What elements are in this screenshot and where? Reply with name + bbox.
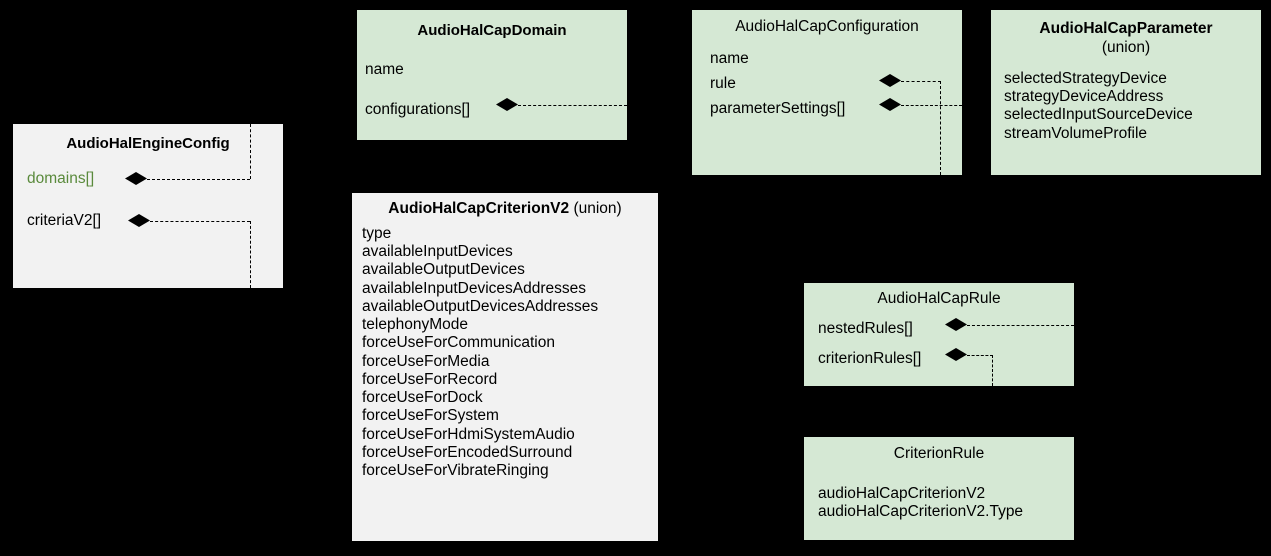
class-box-criterion-rule[interactable]: CriterionRule audioHalCapCriterionV2 aud… bbox=[804, 437, 1074, 540]
attribute-configurations: configurations[] bbox=[365, 101, 471, 118]
attribute-type: type bbox=[362, 225, 392, 242]
class-title-audio-hal-cap-parameter: AudioHalCapParameter bbox=[1039, 20, 1213, 37]
attribute-available-input-devices: availableInputDevices bbox=[362, 243, 513, 261]
attribute-domains: domains[] bbox=[27, 170, 95, 187]
attribute-audio-hal-cap-criterion-v2: audioHalCapCriterionV2 bbox=[818, 485, 986, 502]
attribute-available-input-devices-addresses: availableInputDevicesAddresses bbox=[362, 279, 587, 297]
edge-rule-vertical bbox=[940, 81, 941, 175]
attribute-force-use-for-vibrate-ringing: forceUseForVibrateRinging bbox=[362, 462, 549, 480]
class-box-audio-hal-cap-criterion-v2[interactable]: AudioHalCapCriterionV2 (union) type avai… bbox=[352, 193, 658, 541]
composition-diamond-domains bbox=[125, 172, 147, 185]
composition-diamond-nested-rules bbox=[945, 318, 967, 331]
attribute-force-use-for-dock: forceUseForDock bbox=[362, 389, 483, 407]
composition-diamond-criterion-rules bbox=[945, 348, 967, 361]
attribute-force-use-for-media: forceUseForMedia bbox=[362, 352, 490, 370]
attribute-stream-volume-profile: streamVolumeProfile bbox=[1004, 124, 1148, 142]
attribute-force-use-for-communication: forceUseForCommunication bbox=[362, 334, 555, 352]
attribute-selected-strategy-device: selectedStrategyDevice bbox=[1004, 70, 1167, 87]
class-box-audio-hal-cap-configuration[interactable]: AudioHalCapConfiguration name rule param… bbox=[692, 10, 962, 175]
attribute-parameter-settings: parameterSettings[] bbox=[710, 100, 846, 117]
class-box-audio-hal-cap-rule[interactable]: AudioHalCapRule nestedRules[] criterionR… bbox=[804, 283, 1074, 386]
attribute-name: name bbox=[365, 61, 404, 78]
class-title-union-suffix: (union) bbox=[573, 200, 622, 217]
edge-criterion-rules-horizontal bbox=[967, 355, 993, 356]
attribute-name: name bbox=[710, 50, 749, 67]
attribute-list-criterion-rule: audioHalCapCriterionV2 audioHalCapCriter… bbox=[818, 485, 1023, 521]
class-title-audio-hal-cap-configuration: AudioHalCapConfiguration bbox=[735, 18, 919, 35]
attribute-list-cap-criterion-v2: type availableInputDevices availableOutp… bbox=[362, 225, 598, 480]
edge-parameter-settings-horizontal-b bbox=[977, 105, 992, 106]
edge-domains-vertical bbox=[250, 124, 251, 179]
attribute-criterion-rules: criterionRules[] bbox=[818, 350, 922, 367]
edge-domains-horizontal bbox=[147, 179, 250, 180]
composition-diamond-configurations bbox=[496, 98, 518, 111]
attribute-strategy-device-address: strategyDeviceAddress bbox=[1004, 88, 1164, 106]
class-title-text: AudioHalCapCriterionV2 bbox=[388, 200, 570, 217]
composition-diamond-parameter-settings bbox=[879, 98, 901, 111]
attribute-criteria-v2: criteriaV2[] bbox=[27, 212, 102, 229]
class-title-audio-hal-engine-config: AudioHalEngineConfig bbox=[66, 135, 230, 152]
edge-parameter-settings-horizontal-a bbox=[901, 105, 962, 106]
attribute-force-use-for-hdmi-system-audio: forceUseForHdmiSystemAudio bbox=[362, 425, 575, 443]
composition-diamond-criteria-v2 bbox=[128, 214, 150, 227]
attribute-nested-rules: nestedRules[] bbox=[818, 320, 913, 337]
class-box-audio-hal-engine-config[interactable]: AudioHalEngineConfig domains[] criteriaV… bbox=[13, 124, 283, 288]
attribute-audio-hal-cap-criterion-v2-type: audioHalCapCriterionV2.Type bbox=[818, 503, 1024, 521]
composition-diamond-rule bbox=[879, 74, 901, 87]
edge-nested-rules-horizontal bbox=[967, 325, 1074, 326]
attribute-list-cap-parameter: selectedStrategyDevice strategyDeviceAdd… bbox=[1004, 70, 1193, 143]
class-title-audio-hal-cap-domain: AudioHalCapDomain bbox=[417, 22, 567, 39]
edge-rule-horizontal bbox=[901, 81, 941, 82]
attribute-force-use-for-system: forceUseForSystem bbox=[362, 407, 499, 425]
edge-configurations-horizontal-a bbox=[518, 105, 627, 106]
attribute-selected-input-source-device: selectedInputSourceDevice bbox=[1004, 106, 1193, 124]
class-box-audio-hal-cap-parameter[interactable]: AudioHalCapParameter (union) selectedStr… bbox=[991, 10, 1261, 175]
edge-criteria-v2-horizontal bbox=[150, 221, 250, 222]
edge-criterion-rules-vertical bbox=[992, 355, 993, 386]
attribute-rule: rule bbox=[710, 75, 736, 92]
attribute-available-output-devices-addresses: availableOutputDevicesAddresses bbox=[362, 297, 599, 315]
class-title-audio-hal-cap-criterion-v2: AudioHalCapCriterionV2 (union) bbox=[352, 200, 658, 218]
attribute-available-output-devices: availableOutputDevices bbox=[362, 261, 525, 279]
attribute-telephony-mode: telephonyMode bbox=[362, 316, 468, 334]
class-box-audio-hal-cap-domain[interactable]: AudioHalCapDomain name configurations[] bbox=[357, 10, 627, 140]
class-title-audio-hal-cap-rule: AudioHalCapRule bbox=[877, 290, 1001, 307]
class-title-criterion-rule: CriterionRule bbox=[893, 445, 985, 462]
edge-criteria-v2-vertical bbox=[250, 221, 251, 288]
attribute-force-use-for-encoded-surround: forceUseForEncodedSurround bbox=[362, 443, 573, 461]
attribute-force-use-for-record: forceUseForRecord bbox=[362, 370, 498, 388]
class-subtitle-union: (union) bbox=[1101, 39, 1151, 56]
